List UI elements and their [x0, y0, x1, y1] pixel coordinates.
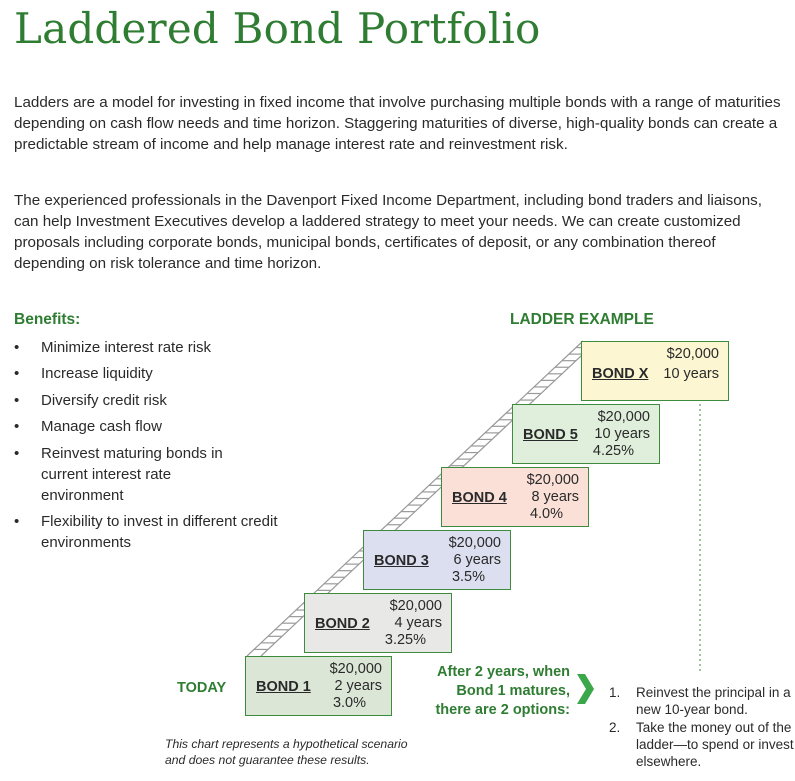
bond-amount: $20,000: [666, 346, 719, 362]
chevron-right-icon: [577, 674, 594, 704]
list-item: • Flexibility to invest in different cred…: [14, 511, 281, 553]
list-item: 1. Reinvest the principal in a new 10-yea…: [609, 684, 795, 718]
benefit-text: Increase liquidity: [41, 365, 153, 383]
bond-amount: $20,000: [448, 535, 501, 551]
bullet-icon: •: [14, 418, 20, 436]
intro-paragraph: Ladders are a model for investing in fix…: [14, 94, 781, 153]
bond-name: BOND 3: [374, 553, 429, 569]
bond-name: BOND 2: [315, 616, 370, 632]
option-number: 1.: [609, 685, 621, 700]
bond-years: 4 years: [394, 615, 442, 631]
list-item: • Minimize interest rate risk: [14, 337, 284, 358]
bond-box-5: BOND 5 $20,000 10 years 4.25%: [512, 404, 660, 464]
today-label: TODAY: [177, 680, 227, 696]
bond-years: 2 years: [334, 678, 382, 694]
benefit-text: Reinvest maturing bonds in current inter…: [41, 444, 223, 504]
option-number: 2.: [609, 720, 621, 735]
bond-years: 10 years: [594, 426, 650, 442]
bond-years: 10 years: [663, 366, 719, 382]
bond-rate: 3.25%: [384, 632, 426, 648]
bond-years: 8 years: [531, 489, 579, 505]
bond-box-3: BOND 3 $20,000 6 years 3.5%: [363, 530, 511, 590]
list-item: 2. Take the money out of the ladder—to sp…: [609, 719, 795, 770]
bond-box-2: BOND 2 $20,000 4 years 3.25%: [304, 593, 452, 653]
bond-name: BOND X: [592, 366, 649, 382]
bond-rate: 4.0%: [529, 506, 563, 522]
benefit-text: Minimize interest rate risk: [41, 339, 212, 356]
benefit-text: Manage cash flow: [41, 418, 162, 436]
list-item: • Manage cash flow: [14, 416, 284, 437]
bullet-icon: •: [14, 512, 20, 530]
bullet-icon: •: [14, 339, 20, 356]
bond-rate: 3.0%: [332, 695, 366, 711]
bond-box-1: BOND 1 $20,000 2 years 3.0%: [245, 656, 392, 716]
bond-box-4: BOND 4 $20,000 8 years 4.0%: [441, 467, 589, 527]
bond-amount: $20,000: [329, 661, 382, 677]
bond-name: BOND 1: [256, 679, 311, 695]
bullet-icon: •: [14, 444, 20, 462]
benefits-list: • Minimize interest rate risk • Increase l…: [14, 337, 284, 558]
benefit-text: Flexibility to invest in different credi…: [41, 512, 278, 551]
bond-years: 6 years: [453, 552, 501, 568]
option-text: Reinvest the principal in a new 10-year …: [636, 685, 791, 717]
option-text: Take the money out of the ladder—to spen…: [636, 720, 794, 769]
benefits-heading: Benefits:: [14, 311, 81, 328]
list-item: • Diversify credit risk: [14, 390, 284, 411]
benefit-text: Diversify credit risk: [41, 391, 167, 409]
bullet-icon: •: [14, 391, 20, 409]
bond-amount: $20,000: [389, 598, 442, 614]
after-two-years-note: After 2 years, when Bond 1 matures, ther…: [435, 664, 570, 718]
bond-rate: 4.25%: [592, 443, 634, 459]
bond-amount: $20,000: [597, 409, 650, 425]
bond-box-x: BOND X $20,000 10 years: [581, 341, 729, 401]
bullet-icon: •: [14, 365, 20, 383]
bond-name: BOND 5: [523, 427, 578, 443]
department-paragraph: The experienced professionals in the Dav…: [14, 192, 762, 272]
list-item: • Increase liquidity: [14, 363, 284, 384]
list-item: • Reinvest maturing bonds in current inte…: [14, 443, 236, 506]
options-list: 1. Reinvest the principal in a new 10-yea…: [609, 684, 795, 771]
bond-rate: 3.5%: [451, 569, 485, 585]
disclaimer-note: This chart represents a hypothetical sce…: [165, 737, 408, 767]
bond-name: BOND 4: [452, 490, 507, 506]
page-title: Laddered Bond Portfolio: [14, 4, 541, 53]
ladder-example-heading: LADDER EXAMPLE: [510, 311, 654, 328]
bond-amount: $20,000: [526, 472, 579, 488]
